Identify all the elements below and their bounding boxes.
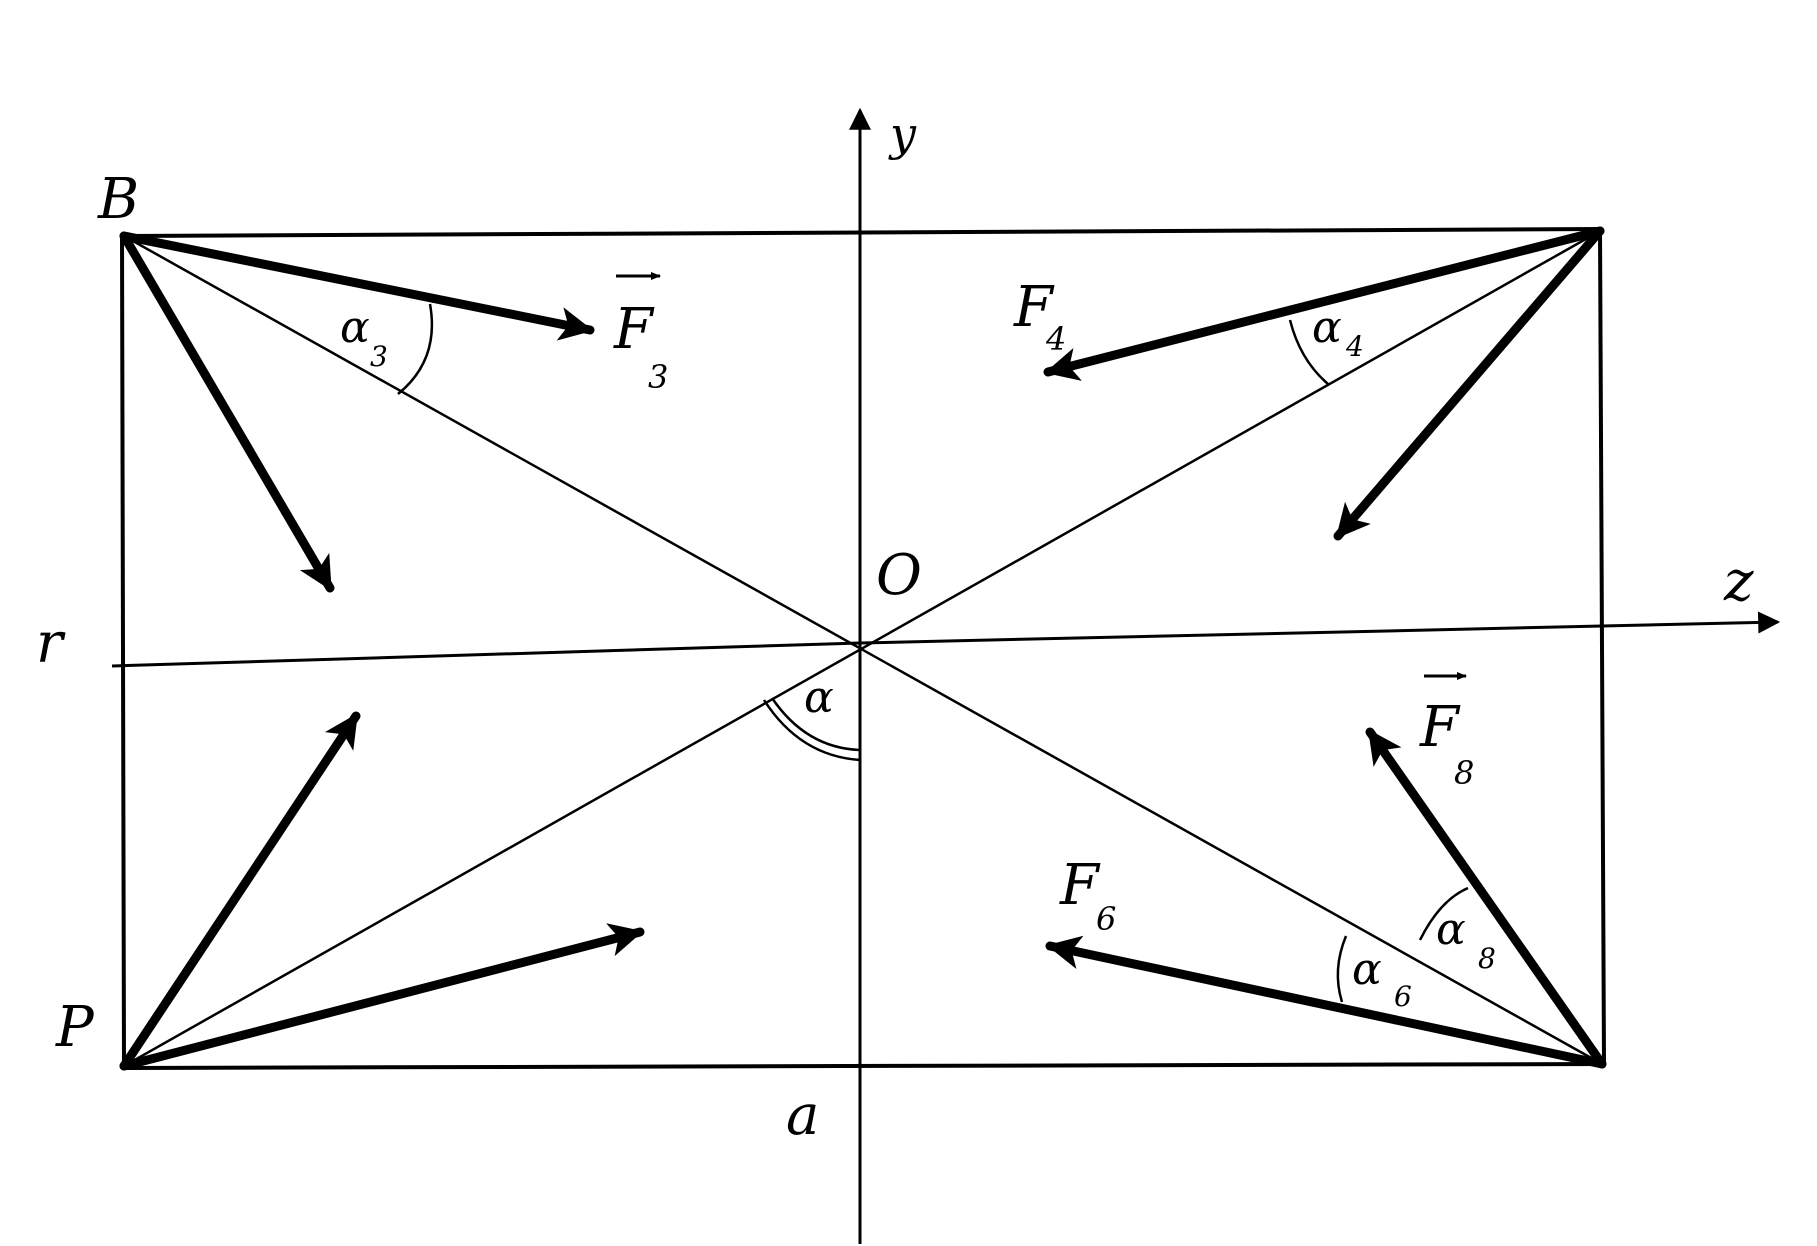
- label-f8-subscript: 8: [1454, 754, 1474, 792]
- label-alpha6-symbol: α: [1352, 944, 1382, 995]
- force-arrow-f8: [1365, 727, 1607, 1069]
- label-f4-subscript: 4: [1045, 320, 1066, 358]
- force-arrow-top-right-down: [1333, 226, 1605, 541]
- label-alpha6: α 6: [1352, 944, 1412, 1013]
- arc-alpha6: [1336, 935, 1348, 1003]
- force-arrow-f4: [1043, 226, 1605, 381]
- label-alpha4-symbol: α: [1312, 302, 1342, 353]
- force-arrows: [119, 226, 1607, 1071]
- label-f3-symbol: F: [613, 297, 655, 362]
- label-r: r: [36, 611, 66, 676]
- frame-bottom-edge: [121, 1062, 1605, 1070]
- force-arrow-f3: [119, 231, 595, 341]
- label-f8: F 8: [1419, 672, 1474, 792]
- frame-right-edge: [1598, 228, 1606, 1065]
- label-p: P: [55, 995, 95, 1060]
- frame-left-edge: [120, 235, 126, 1069]
- label-f8-symbol: F: [1419, 695, 1461, 760]
- label-alpha8: α 8: [1436, 904, 1496, 975]
- label-f4: F 4: [1013, 275, 1066, 358]
- label-alpha8-subscript: 8: [1478, 942, 1496, 975]
- label-z-axis: z: [1723, 549, 1754, 614]
- label-f6-subscript: 6: [1096, 900, 1116, 938]
- force-arrow-f6: [1045, 935, 1607, 1069]
- arc-alpha3: [397, 303, 434, 395]
- r-line: [111, 641, 861, 668]
- label-alpha4-subscript: 4: [1345, 330, 1364, 363]
- label-alpha8-symbol: α: [1436, 904, 1466, 955]
- diagonal-p-to-top-right: [123, 229, 1601, 1068]
- force-arrow-p-right: [119, 923, 645, 1071]
- label-o: O: [876, 543, 922, 608]
- force-arrow-b-down: [119, 231, 335, 593]
- label-f6: F 6: [1059, 853, 1116, 938]
- z-axis: [859, 611, 1781, 645]
- angle-arcs: [397, 303, 1469, 1003]
- label-b: B: [97, 167, 139, 232]
- label-f3: F 3: [613, 272, 668, 396]
- label-f6-symbol: F: [1059, 853, 1101, 918]
- label-alpha4: α 4: [1312, 302, 1364, 363]
- label-f3-subscript: 3: [648, 358, 668, 396]
- arc-alpha-outer: [762, 699, 861, 762]
- label-alpha3-symbol: α: [340, 302, 370, 353]
- diagonal-b-to-bottom-right: [123, 234, 1603, 1066]
- arc-alpha4: [1288, 319, 1329, 385]
- axes: [111, 107, 1781, 1244]
- force-arrow-p-up: [119, 711, 361, 1071]
- label-f4-symbol: F: [1013, 275, 1055, 340]
- diagonals: [123, 229, 1603, 1068]
- label-a: a: [786, 1083, 819, 1148]
- label-alpha: α: [804, 672, 834, 723]
- label-y-axis: y: [888, 107, 917, 161]
- arc-alpha-inner: [770, 697, 861, 752]
- label-alpha6-subscript: 6: [1394, 980, 1412, 1013]
- label-alpha3-subscript: 3: [370, 340, 388, 373]
- label-alpha3: α 3: [340, 302, 388, 373]
- arc-alpha8: [1418, 886, 1469, 941]
